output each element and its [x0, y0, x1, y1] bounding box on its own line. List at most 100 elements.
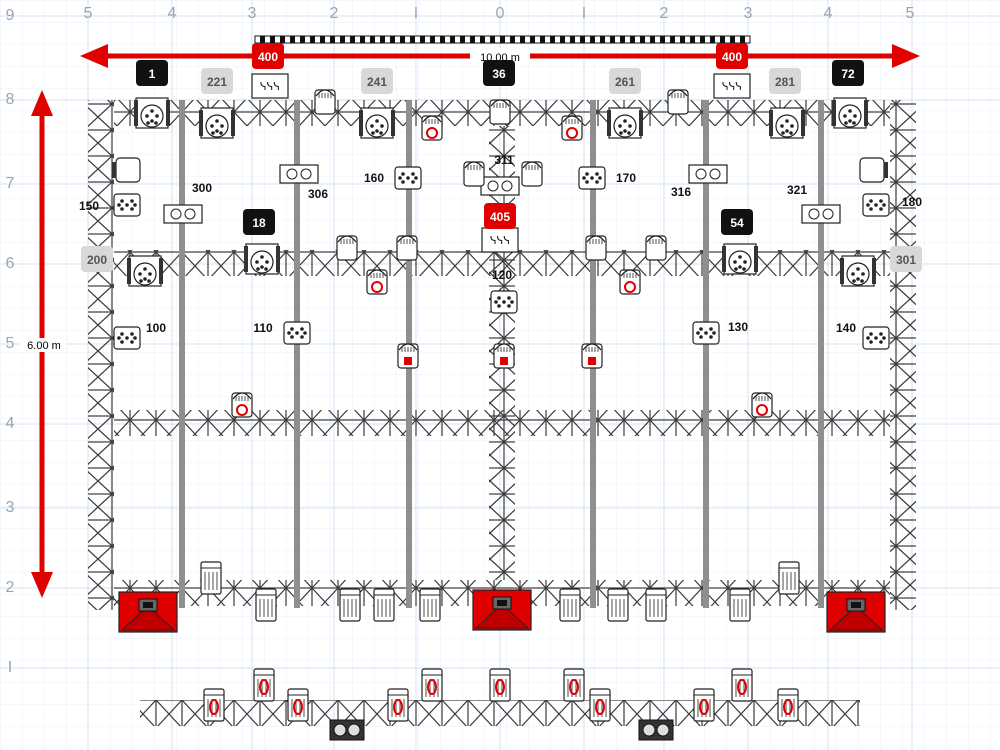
fixture-tag: 200	[81, 246, 113, 272]
moving-head-icon	[199, 107, 235, 139]
tag-text: 241	[367, 75, 387, 89]
fixtures: ᓭᓭᓭ ᓭᓭᓭ ᓭᓭᓭ	[112, 73, 890, 741]
channel-label: 311	[494, 153, 514, 167]
fixture-tag: 72	[832, 60, 864, 86]
pipe	[294, 100, 300, 608]
par-can-icon	[231, 392, 253, 418]
fresnel-icon	[859, 157, 888, 183]
stage-edge-hazard	[254, 35, 751, 44]
channel-label: 160	[364, 171, 384, 185]
moving-head-icon	[722, 243, 758, 275]
top-scale-label: 2	[660, 5, 669, 22]
blinder-icon	[329, 719, 365, 741]
tag-text: 36	[492, 67, 506, 81]
cyc-light-icon	[255, 588, 277, 622]
cyc-light-icon	[645, 588, 667, 622]
fixture-tag: 1	[136, 60, 168, 86]
channel-label: 321	[787, 183, 807, 197]
par-can-icon	[336, 235, 358, 261]
cyc-light-icon	[373, 588, 395, 622]
left-scale-label: 4	[6, 415, 15, 432]
dimmer-pack-icon	[163, 204, 203, 224]
tag-text: 405	[490, 210, 510, 224]
par-can-icon	[561, 115, 583, 141]
tag-text: 18	[252, 216, 266, 230]
channel-label: 180	[902, 195, 922, 209]
top-scale-label: 5	[84, 5, 93, 22]
top-scale-label: 0	[496, 5, 505, 22]
cyc-light-icon	[287, 688, 309, 722]
channel-label: 306	[308, 187, 328, 201]
channel-label: 300	[192, 181, 212, 195]
top-scale-label: 4	[168, 5, 177, 22]
led-bar-icon	[862, 193, 890, 217]
channel-label: 150	[79, 199, 99, 213]
cyc-light-icon	[693, 688, 715, 722]
led-bar-icon	[490, 290, 518, 314]
top-scale-label: 2	[330, 5, 339, 22]
moving-head-icon	[359, 107, 395, 139]
par-can-icon	[397, 343, 419, 369]
tag-text: 1	[149, 67, 156, 81]
par-can-icon	[645, 235, 667, 261]
speaker-icon	[826, 591, 886, 633]
svg-text:ᓭᓭᓭ: ᓭᓭᓭ	[490, 235, 510, 247]
led-bar-icon	[283, 321, 311, 345]
channel-label: 100	[146, 321, 166, 335]
left-scale-label: 9	[6, 7, 15, 24]
tag-text: 400	[258, 50, 278, 64]
svg-text:ᓭᓭᓭ: ᓭᓭᓭ	[722, 81, 742, 93]
cyc-light-icon	[421, 668, 443, 702]
cyc-light-icon	[729, 588, 751, 622]
par-can-icon	[366, 269, 388, 295]
cyc-light-icon	[489, 668, 511, 702]
tag-text: 221	[207, 75, 227, 89]
fixture-tag: 261	[609, 68, 641, 94]
channel-label: 120	[492, 268, 512, 282]
speaker-icon	[472, 589, 532, 631]
moving-head-icon	[134, 97, 170, 129]
led-bar-icon	[692, 321, 720, 345]
left-scale-label: I	[8, 659, 12, 676]
par-can-icon	[521, 161, 543, 187]
cyc-light-icon	[778, 561, 800, 595]
top-scale-label: I	[582, 5, 586, 22]
dimmer-pack-icon	[688, 164, 728, 184]
fresnel-icon	[112, 157, 141, 183]
cyc-light-icon	[339, 588, 361, 622]
height-label: 6.00 m	[27, 340, 61, 352]
cyc-light-icon	[203, 688, 225, 722]
left-scale-label: 8	[6, 91, 15, 108]
left-scale-label: 5	[6, 335, 15, 352]
cyc-light-icon	[559, 588, 581, 622]
tag-text: 261	[615, 75, 635, 89]
par-can-icon	[751, 392, 773, 418]
left-scale-label: 6	[6, 255, 15, 272]
truss-right	[890, 100, 916, 610]
left-scale-label: 3	[6, 499, 15, 516]
cyc-light-icon	[563, 668, 585, 702]
led-bar-icon	[113, 326, 141, 350]
moving-head-icon	[607, 107, 643, 139]
strobe-icon: ᓭᓭᓭ	[713, 73, 751, 99]
fixture-tag: 405	[484, 203, 516, 229]
dimmer-pack-icon	[480, 176, 520, 196]
svg-text:ᓭᓭᓭ: ᓭᓭᓭ	[260, 81, 280, 93]
cyc-light-icon	[419, 588, 441, 622]
led-bar-icon	[113, 193, 141, 217]
par-can-icon	[667, 89, 689, 115]
par-can-icon	[314, 89, 336, 115]
speaker-icon	[118, 591, 178, 633]
cyc-light-icon	[777, 688, 799, 722]
tag-text: 400	[722, 50, 742, 64]
fixture-tag: 400	[716, 43, 748, 69]
fixture-tag: 241	[361, 68, 393, 94]
top-scale-label: 5	[906, 5, 915, 22]
truss-left	[88, 100, 114, 610]
moving-head-icon	[840, 255, 876, 287]
